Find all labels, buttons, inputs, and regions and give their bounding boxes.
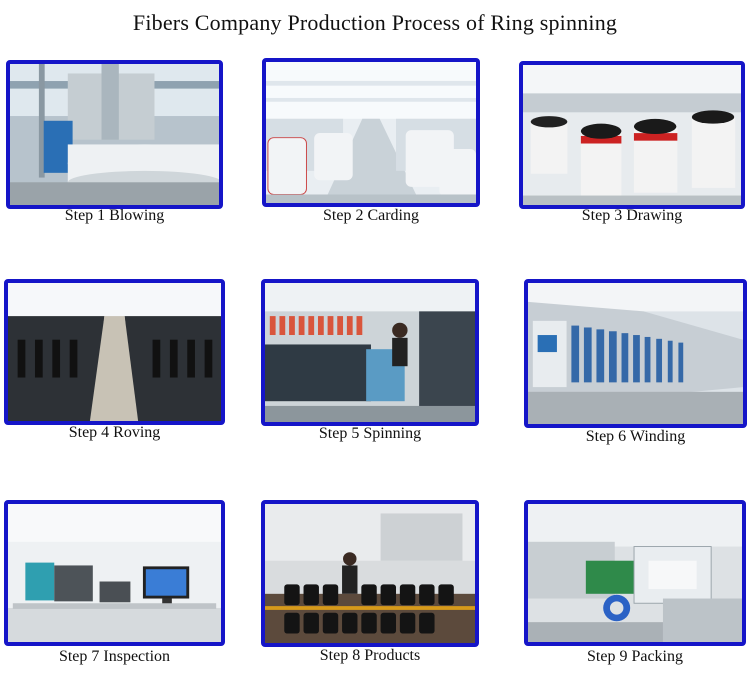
blowing-photo: [6, 60, 223, 209]
step-3-caption: Step 3 Drawing: [581, 207, 683, 224]
step-8-caption: Step 8 Products: [319, 647, 421, 664]
carding-photo: [262, 58, 480, 207]
drawing-photo: [519, 61, 745, 209]
packing-photo: [524, 500, 746, 646]
step-7-caption: Step 7 Inspection: [58, 648, 171, 665]
winding-photo: [524, 279, 747, 428]
step-5-caption: Step 5 Spinning: [318, 425, 422, 442]
step-2-caption: Step 2 Carding: [323, 207, 419, 224]
step-9-caption: Step 9 Packing: [587, 648, 683, 665]
products-photo: [261, 500, 479, 647]
roving-photo: [4, 279, 225, 425]
step-1-caption: Step 1 Blowing: [64, 207, 165, 224]
spinning-photo: [261, 279, 479, 426]
inspection-photo: [4, 500, 225, 646]
page-title: Fibers Company Production Process of Rin…: [132, 10, 618, 35]
step-4-caption: Step 4 Roving: [68, 424, 161, 441]
step-6-caption: Step 6 Winding: [585, 428, 686, 445]
